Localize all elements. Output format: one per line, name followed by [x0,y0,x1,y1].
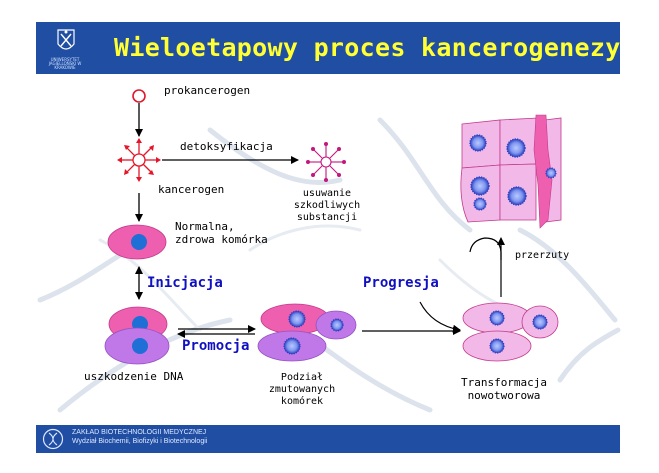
label-usuwanie-line2: szkodliwych [293,200,361,211]
label-transformation-line1: Transformacja [460,376,548,389]
label-normal-cell-line2: zdrowa komórka [175,233,268,246]
label-division: Podział zmutowanych komórek [264,372,340,408]
header-bar: UNIWERSYTET JAGIELLOŃSKI W KRAKOWIE Wiel… [36,22,620,74]
stage-progression: Progresja [363,275,439,291]
kancerogen-radical [117,138,161,182]
label-usuwanie: usuwanie szkodliwych substancji [286,188,368,224]
label-kancerogen: kancerogen [158,183,225,196]
progression-arrow [419,301,461,333]
label-transformation-line2: nowotworowa [467,389,541,402]
label-division-line1: Podział [280,372,324,383]
label-prokancerogen: prokancerogen [164,84,251,97]
label-division-line2: zmutowanych [268,384,336,395]
slide-title: Wieloetapowy proces kancerogenezy [114,33,621,62]
label-normal-cell: Normalna, zdrowa komórka [175,220,268,246]
label-usuwanie-line1: usuwanie [302,188,352,199]
logo-caption: UNIWERSYTET JAGIELLOŃSKI W KRAKOWIE [48,57,82,70]
stage-initiation: Inicjacja [147,275,223,291]
label-division-line3: komórek [280,396,324,407]
label-detoksyfikacja: detoksyfikacja [180,140,273,153]
label-dna-damage: uszkodzenie DNA [84,370,184,383]
stage-promotion: Promocja [182,338,250,354]
prokancerogen-molecule [132,89,146,103]
metastasis-arrow-base [469,237,502,297]
footer-department: ZAKŁAD BIOTECHNOLOGII MEDYCZNEJ [72,429,207,436]
crest-icon [46,26,86,70]
detoxified-molecule [306,142,346,182]
mutated-cell-cluster [257,303,357,362]
dna-icon [42,428,64,450]
normal-cell [107,224,167,260]
label-metastasis: przerzuty [515,250,570,261]
tumor-tissue [460,114,562,229]
transformed-cell-cluster [462,302,559,362]
label-transformation: Transformacja nowotworowa [452,376,556,402]
label-normal-cell-line1: Normalna, [175,220,235,233]
damaged-cells [104,306,170,365]
label-usuwanie-line3: substancji [296,212,358,223]
footer-faculty: Wydział Biochemii, Biofizyki i Biotechno… [72,438,208,445]
footer-bar: ZAKŁAD BIOTECHNOLOGII MEDYCZNEJ Wydział … [36,425,620,453]
